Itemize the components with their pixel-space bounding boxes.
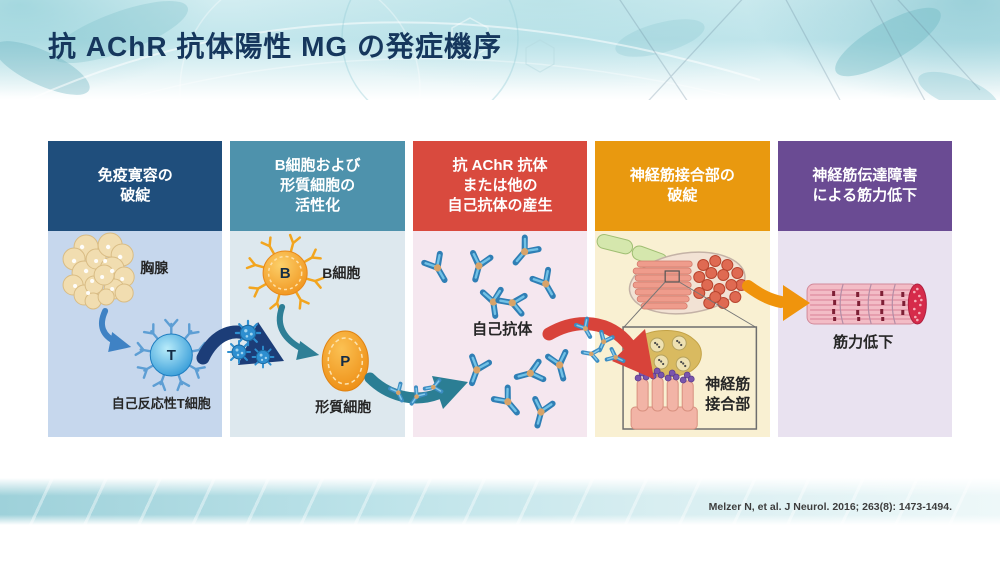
diagram: 免疫寛容の 破綻: [48, 141, 953, 437]
column-header: 神経筋接合部の 破綻: [595, 141, 770, 231]
autoreactive-t-cell-label: 自己反応性T細胞: [112, 396, 211, 411]
muscle-fiber-icon: [806, 283, 927, 325]
b-cell-label: B細胞: [323, 265, 361, 281]
column-body: 筋力低下: [777, 231, 953, 437]
column-body: 自己抗体: [412, 231, 588, 437]
header-label: 神経筋伝達障害 による筋力低下: [812, 167, 918, 204]
immune-tolerance-illustration: 胸腺: [62, 232, 211, 411]
autoantibody-illustration: 自己抗体: [413, 231, 587, 437]
column-immune-tolerance: 免疫寛容の 破綻: [48, 141, 223, 437]
column-autoantibody-production: 抗 AChR 抗体 または他の 自己抗体の産生: [412, 141, 588, 437]
column-muscle-weakness: 神経筋伝達障害 による筋力低下: [777, 141, 953, 437]
citation: Melzer N, et al. J Neurol. 2016; 263(8):…: [708, 501, 952, 513]
muscle-weakness-illustration: 筋力低下: [806, 283, 927, 351]
column-header: 神経筋伝達障害 による筋力低下: [777, 141, 953, 231]
top-banner: 抗 AChR 抗体陽性 MG の発症機序: [0, 0, 1000, 100]
thymus-label: 胸腺: [140, 260, 169, 276]
zoom-source-box: [664, 270, 681, 283]
nmj-label-line1: 神経筋: [705, 375, 750, 393]
t-cell-letter: T: [167, 347, 176, 364]
column-header: 免疫寛容の 破綻: [48, 141, 223, 231]
column-body: 胸腺: [48, 231, 223, 437]
b-cell-icon: B: [246, 233, 325, 313]
header-label: B細胞および 形質細胞の 活性化: [274, 157, 361, 214]
banner-decoration: [0, 0, 998, 100]
column-body: 神経筋 接合部: [595, 231, 770, 437]
nmj-inset: 神経筋 接合部: [622, 326, 758, 430]
plasma-cell-letter: P: [341, 353, 351, 370]
down-arrow-icon: [99, 308, 132, 352]
muscle-bundle-icon: [628, 251, 748, 315]
header-label: 抗 AChR 抗体 または他の 自己抗体の産生: [447, 157, 553, 214]
weakness-label: 筋力低下: [832, 333, 893, 351]
column-header: B細胞および 形質細胞の 活性化: [230, 141, 405, 231]
thymus-icon: [62, 232, 135, 310]
b-cell-illustration: B B細胞 P 形質細胞: [246, 233, 372, 415]
b-cell-letter: B: [280, 265, 291, 282]
muscle-endplate-icon: [630, 376, 698, 430]
header-label: 免疫寛容の 破綻: [97, 167, 173, 204]
plasma-cell-label: 形質細胞: [316, 399, 372, 415]
column-nmj-breakdown: 神経筋接合部の 破綻: [595, 141, 770, 437]
t-cell-icon: T: [134, 318, 209, 392]
column-header: 抗 AChR 抗体 または他の 自己抗体の産生: [412, 141, 588, 231]
nerve-terminal-icon: [633, 330, 702, 378]
plasma-cell-icon: P: [322, 330, 370, 392]
autoantibody-label: 自己抗体: [472, 320, 533, 338]
nmj-label-line2: 接合部: [705, 395, 750, 413]
nmj-illustration: 神経筋 接合部: [596, 233, 758, 430]
down-arrow-icon: [277, 304, 320, 360]
bottom-banner: [0, 478, 1000, 525]
column-b-cell-activation: B細胞および 形質細胞の 活性化: [230, 141, 405, 437]
header-label: 神経筋接合部の 破綻: [629, 167, 735, 204]
column-body: B B細胞 P 形質細胞: [230, 231, 405, 437]
slide-title: 抗 AChR 抗体陽性 MG の発症機序: [48, 31, 502, 62]
